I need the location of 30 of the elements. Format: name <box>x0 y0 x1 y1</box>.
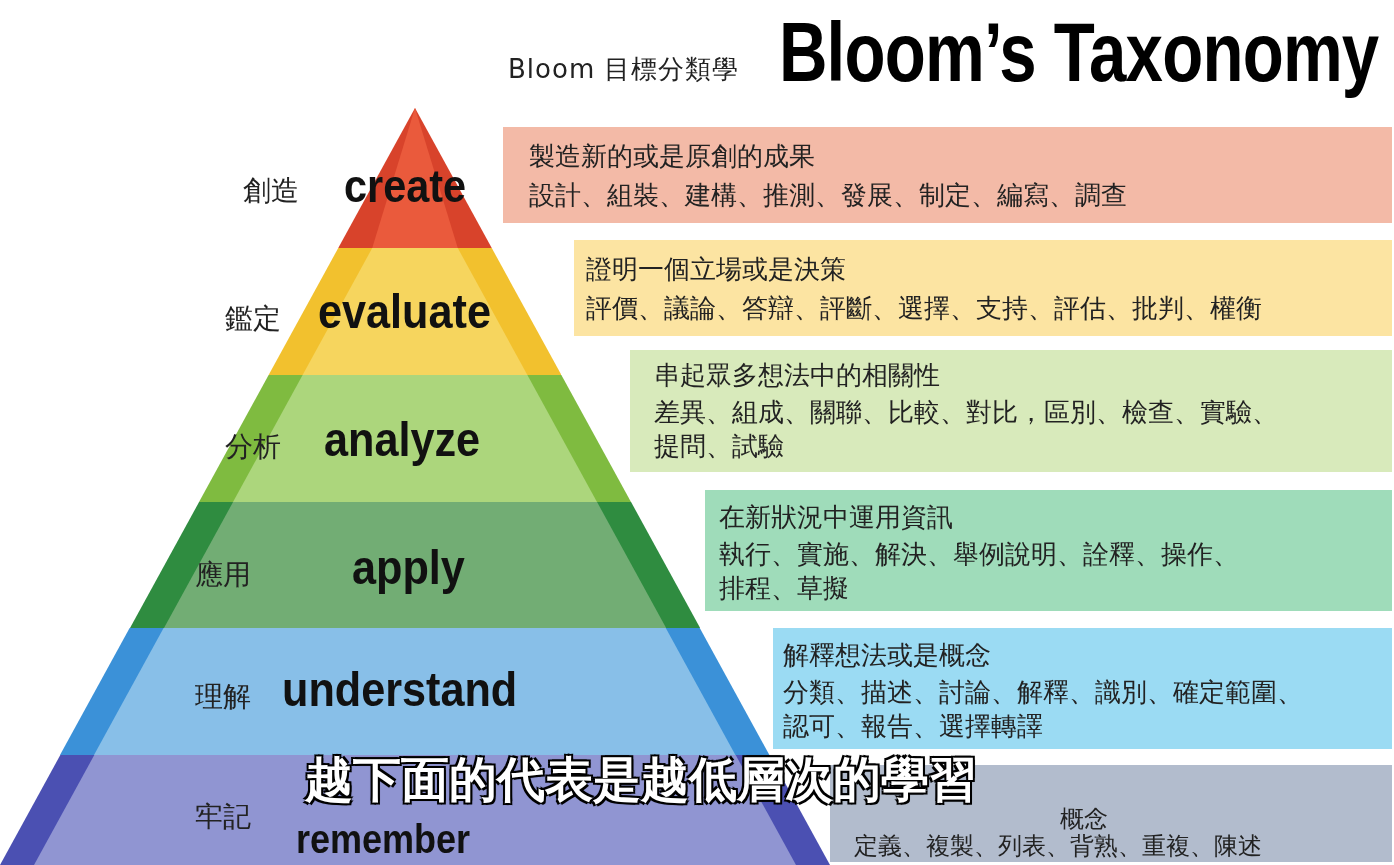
keyword-list: 分類、描述、討論、解釋、識別、確定範圍、認可、報告、選擇轉譯 <box>783 676 1323 744</box>
level-label: 鑑定 <box>225 301 281 337</box>
description-box <box>705 490 1392 611</box>
box-heading: 解釋想法或是概念 <box>783 640 991 672</box>
subtitle: Bloom 目標分類學 <box>508 53 740 86</box>
box-heading: 證明一個立場或是決策 <box>586 254 846 286</box>
keyword-list: 評價、議論、答辯、評斷、選擇、支持、評估、批判、權衡 <box>586 292 1386 326</box>
level-label: 創造 <box>243 173 299 209</box>
description-box <box>574 240 1392 336</box>
box-heading: 製造新的或是原創的成果 <box>529 141 815 173</box>
caption-overlay: 越下面的代表是越低層次的學習 <box>305 750 977 809</box>
description-box <box>773 628 1392 749</box>
box-heading: 在新狀況中運用資訊 <box>719 502 953 534</box>
level-name: analyze <box>324 412 481 468</box>
level-label: 理解 <box>195 679 251 715</box>
box-heading: 串起眾多想法中的相關性 <box>654 360 940 392</box>
description-box <box>630 350 1392 472</box>
level-name: evaluate <box>318 284 491 340</box>
keyword-list: 差異、組成、關聯、比較、對比，區別、檢查、實驗、提問、試驗 <box>654 396 1296 464</box>
keyword-list: 執行、實施、解決、舉例說明、詮釋、操作、排程、草擬 <box>719 538 1259 606</box>
level-label: 應用 <box>195 557 251 593</box>
box-heading: 概念 <box>1060 805 1108 834</box>
level-name: apply <box>352 540 465 596</box>
keyword-list: 設計、組裝、建構、推測、發展、制定、編寫、調查 <box>529 179 1389 213</box>
level-name: understand <box>282 662 518 718</box>
level-name: remember <box>296 817 471 863</box>
description-box <box>503 127 1392 223</box>
keyword-list: 定義、複製、列表、背熟、重複、陳述 <box>854 831 1394 863</box>
title: Bloom’s Taxonomy <box>778 4 1378 101</box>
level-label: 牢記 <box>195 799 251 835</box>
